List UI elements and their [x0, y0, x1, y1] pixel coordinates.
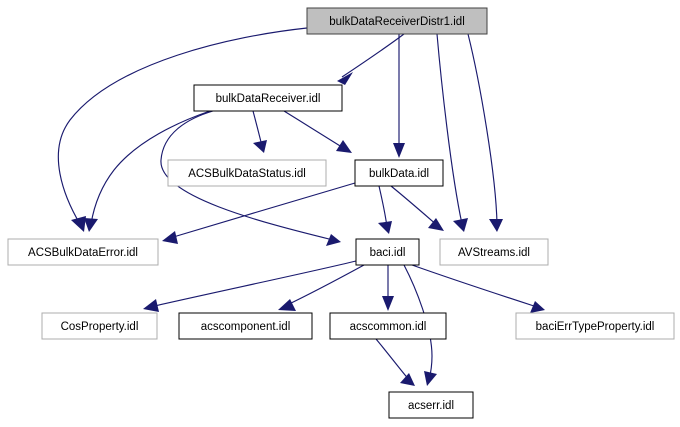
- node-label: acscomponent.idl: [201, 321, 291, 333]
- node-label: CosProperty.idl: [61, 321, 139, 333]
- node-baciErrTypeProperty: baciErrTypeProperty.idl: [515, 312, 675, 340]
- edge-line: [403, 264, 433, 381]
- node-box: [515, 312, 675, 340]
- node-label: acserr.idl: [408, 400, 454, 412]
- edge-bulkData-to-ACSBulkDataError: [162, 182, 356, 244]
- edge-baci-to-baciErrTypeProperty: [411, 264, 545, 313]
- edge-line: [57, 27, 308, 225]
- node-box: [7, 238, 159, 266]
- node-acscomponent[interactable]: acscomponent.idl: [178, 312, 313, 340]
- edge-bulkData-to-baci: [378, 185, 392, 234]
- edge-baci-to-CosProperty: [143, 260, 357, 312]
- node-box: [167, 159, 327, 187]
- edge-bulkDataReceiver-to-ACSBulkDataStatus: [252, 110, 267, 153]
- node-bulkData[interactable]: bulkData.idl: [354, 159, 444, 187]
- node-box: [439, 238, 549, 266]
- node-CosProperty: CosProperty.idl: [41, 312, 158, 340]
- edge-baci-to-acscommon: [382, 265, 394, 311]
- edge-acscommon-to-acserr: [375, 338, 415, 386]
- node-ACSBulkDataError: ACSBulkDataError.idl: [7, 238, 159, 266]
- arrowhead-icon: [428, 218, 444, 231]
- arrowhead-icon: [382, 296, 394, 311]
- node-box: [41, 312, 158, 340]
- edge-line: [390, 185, 439, 227]
- arrowhead-icon: [337, 72, 353, 85]
- node-label: ACSBulkDataError.idl: [28, 247, 138, 259]
- edge-line: [283, 110, 346, 150]
- edge-line: [341, 33, 405, 78]
- edge-line: [160, 110, 334, 241]
- edge-line: [252, 110, 263, 147]
- edge-bulkDataReceiver-to-baci: [160, 110, 341, 246]
- edge-bulkDataReceiverDistr1-to-bulkData: [393, 34, 405, 158]
- edge-bulkDataReceiverDistr1-to-bulkDataReceiver: [337, 33, 405, 85]
- node-box[interactable]: [306, 7, 488, 35]
- node-box[interactable]: [354, 159, 444, 187]
- edge-bulkDataReceiverDistr1-to-AVStreams: [436, 33, 468, 232]
- edge-bulkData-to-AVStreams: [390, 185, 444, 231]
- node-box[interactable]: [193, 84, 343, 112]
- edge-line: [375, 338, 411, 382]
- node-label: ACSBulkDataStatus.idl: [188, 168, 306, 180]
- node-baci[interactable]: baci.idl: [355, 238, 420, 266]
- node-label: acscommon.idl: [350, 321, 427, 333]
- edge-bulkDataReceiver-to-bulkData: [283, 110, 352, 153]
- edge-line: [436, 33, 463, 225]
- edge-line: [467, 33, 498, 225]
- arrowhead-icon: [84, 218, 98, 232]
- node-label: AVStreams.idl: [458, 247, 530, 259]
- node-label: bulkDataReceiverDistr1.idl: [329, 16, 465, 28]
- arrowhead-icon: [143, 299, 159, 312]
- arrowhead-icon: [424, 371, 437, 386]
- node-label: baciErrTypeProperty.idl: [536, 321, 655, 333]
- node-box[interactable]: [329, 312, 447, 340]
- arrowhead-icon: [336, 140, 352, 153]
- arrowhead-icon: [378, 221, 392, 234]
- node-AVStreams: AVStreams.idl: [439, 238, 549, 266]
- node-label: bulkData.idl: [369, 168, 429, 180]
- arrowhead-icon: [278, 299, 296, 311]
- edge-line: [284, 264, 365, 307]
- edge-line: [149, 260, 357, 308]
- arrowhead-icon: [253, 140, 267, 153]
- arrowhead-icon: [453, 218, 468, 232]
- edge-line: [169, 182, 356, 239]
- arrowhead-icon: [489, 219, 503, 232]
- arrowhead-icon: [71, 216, 86, 232]
- node-bulkDataReceiverDistr1[interactable]: bulkDataReceiverDistr1.idl: [306, 7, 488, 35]
- edge-line: [90, 110, 211, 225]
- node-acscommon[interactable]: acscommon.idl: [329, 312, 447, 340]
- arrowhead-icon: [400, 373, 415, 386]
- arrowhead-icon: [393, 143, 405, 158]
- node-label: baci.idl: [370, 247, 406, 259]
- arrowhead-icon: [326, 234, 341, 246]
- edge-bulkDataReceiverDistr1-to-AVStreams: [467, 33, 503, 232]
- edge-line: [411, 264, 538, 308]
- node-ACSBulkDataStatus: ACSBulkDataStatus.idl: [167, 159, 327, 187]
- edge-baci-to-acserr: [403, 264, 437, 386]
- node-label: bulkDataReceiver.idl: [216, 93, 321, 105]
- node-bulkDataReceiver[interactable]: bulkDataReceiver.idl: [193, 84, 343, 112]
- edge-baci-to-acscomponent: [278, 264, 365, 311]
- arrowhead-icon: [162, 231, 178, 244]
- edge-line: [378, 185, 388, 228]
- node-box[interactable]: [355, 238, 420, 266]
- node-acserr[interactable]: acserr.idl: [388, 391, 474, 419]
- node-box[interactable]: [178, 312, 313, 340]
- nodes-layer: bulkDataReceiverDistr1.idl bulkDataReceiv…: [7, 7, 675, 419]
- edge-bulkDataReceiverDistr1-to-ACSBulkDataError: [57, 27, 308, 232]
- node-box[interactable]: [388, 391, 474, 419]
- edges-layer: [57, 27, 545, 386]
- arrowhead-icon: [530, 301, 545, 313]
- edge-bulkDataReceiver-to-ACSBulkDataError: [84, 110, 211, 232]
